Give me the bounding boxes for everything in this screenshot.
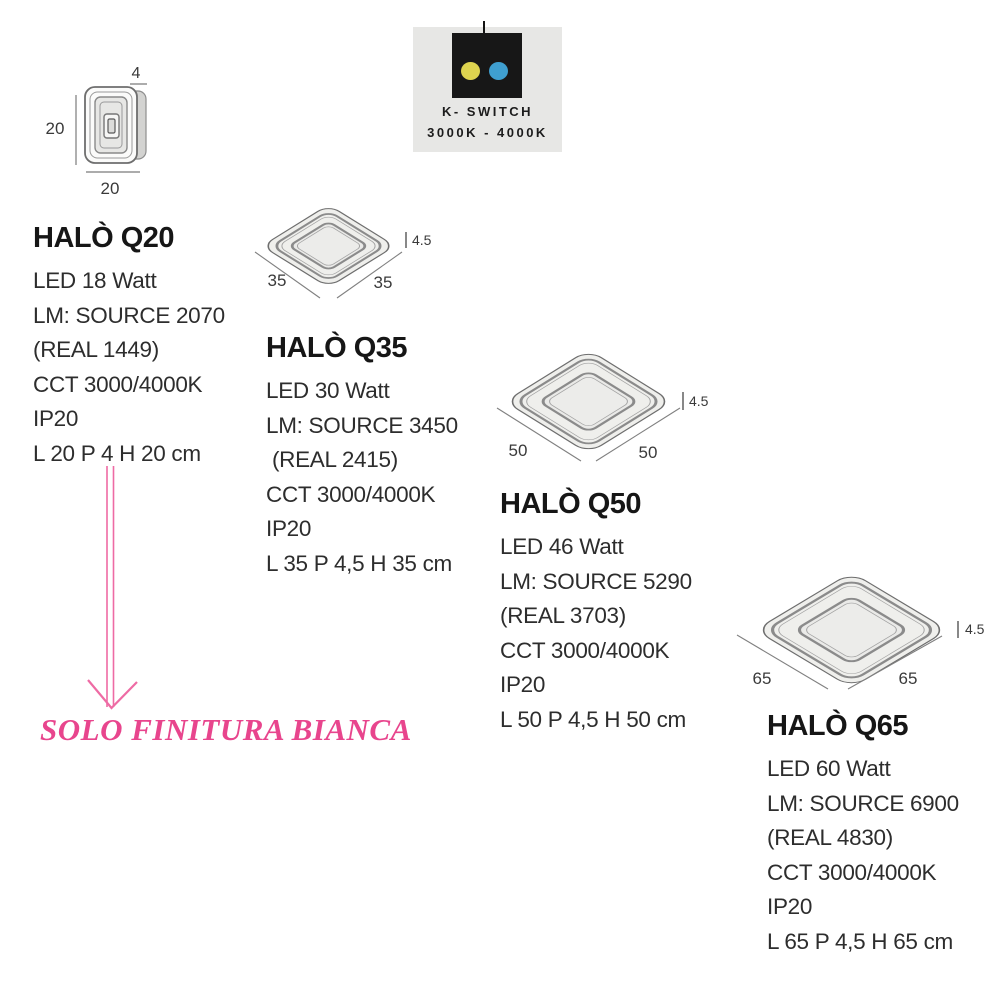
q35-right-dim-label: 35 [374,273,393,292]
q20-spec-led: LED 18 Watt [33,268,157,293]
q20-spec-lm: LM: SOURCE 2070 [33,302,225,328]
q35-spec-ip: IP20 [266,516,312,541]
cool-white-dot-icon [489,62,508,80]
q50-spec-size: L 50 P 4,5 H 50 cm [500,706,686,732]
q50-diagram: 50 50 4.5 [496,353,709,462]
k-switch-range: 3000K - 4000K [427,125,548,140]
q20-title: HALÒ Q20 [33,222,175,254]
q20-spec-ip: IP20 [33,406,79,431]
q50-spec-cct: CCT 3000/4000K [500,637,670,663]
q20-diagram: 4 20 20 [46,65,147,198]
q35-spec-lm: LM: SOURCE 3450 [266,412,458,438]
q20-depth-label: 4 [132,65,141,82]
q35-left-dim-label: 35 [268,271,287,290]
pendant-wire [483,21,485,35]
q20-spec-block: HALÒ Q20 LED 18 Watt LM: SOURCE 2070 (RE… [33,222,225,471]
q50-spec-block: HALÒ Q50 LED 46 Watt LM: SOURCE 5290 (RE… [500,488,692,737]
q50-spec-ip: IP20 [500,672,546,697]
q50-title: HALÒ Q50 [500,488,642,520]
q65-diagram: 65 65 4.5 [736,576,985,690]
q20-height-label: 20 [46,119,65,138]
q50-depth-label: 4.5 [689,393,709,409]
warm-white-dot-icon [461,62,480,80]
q35-title: HALÒ Q35 [266,332,408,364]
q65-spec-real: (REAL 4830) [767,825,893,850]
q50-spec-real: (REAL 3703) [500,603,626,628]
q65-spec-led: LED 60 Watt [767,756,891,781]
q65-spec-block: HALÒ Q65 LED 60 Watt LM: SOURCE 6900 (RE… [767,710,959,959]
q65-spec-size: L 65 P 4,5 H 65 cm [767,928,953,954]
q65-spec-lm: LM: SOURCE 6900 [767,790,959,816]
q20-spec-size: L 20 P 4 H 20 cm [33,440,201,466]
q35-spec-led: LED 30 Watt [266,378,390,403]
q50-left-dim-label: 50 [509,441,528,460]
q65-spec-ip: IP20 [767,894,813,919]
k-switch-badge: K- SWITCH 3000K - 4000K [413,21,562,152]
q35-spec-cct: CCT 3000/4000K [266,481,436,507]
q65-spec-cct: CCT 3000/4000K [767,859,937,885]
q65-title: HALÒ Q65 [767,710,909,742]
q50-spec-led: LED 46 Watt [500,534,624,559]
q65-right-dim-label: 65 [899,669,918,688]
finish-note: SOLO FINITURA BIANCA [40,712,412,747]
q35-spec-size: L 35 P 4,5 H 35 cm [266,550,452,576]
q35-spec-block: HALÒ Q35 LED 30 Watt LM: SOURCE 3450 (RE… [266,332,458,581]
q35-depth-label: 4.5 [412,232,432,248]
k-switch-box [452,33,522,98]
q35-spec-real: (REAL 2415) [266,447,398,472]
q65-left-dim-label: 65 [753,669,772,688]
q65-depth-label: 4.5 [965,621,985,637]
k-switch-label: K- SWITCH [441,104,534,119]
q35-diagram: 35 35 4.5 [254,208,432,299]
q50-right-dim-label: 50 [639,443,658,462]
q20-spec-cct: CCT 3000/4000K [33,371,203,397]
down-arrow-icon [87,466,138,710]
q20-spec-real: (REAL 1449) [33,337,159,362]
q50-spec-lm: LM: SOURCE 5290 [500,568,692,594]
q20-width-label: 20 [101,179,120,198]
